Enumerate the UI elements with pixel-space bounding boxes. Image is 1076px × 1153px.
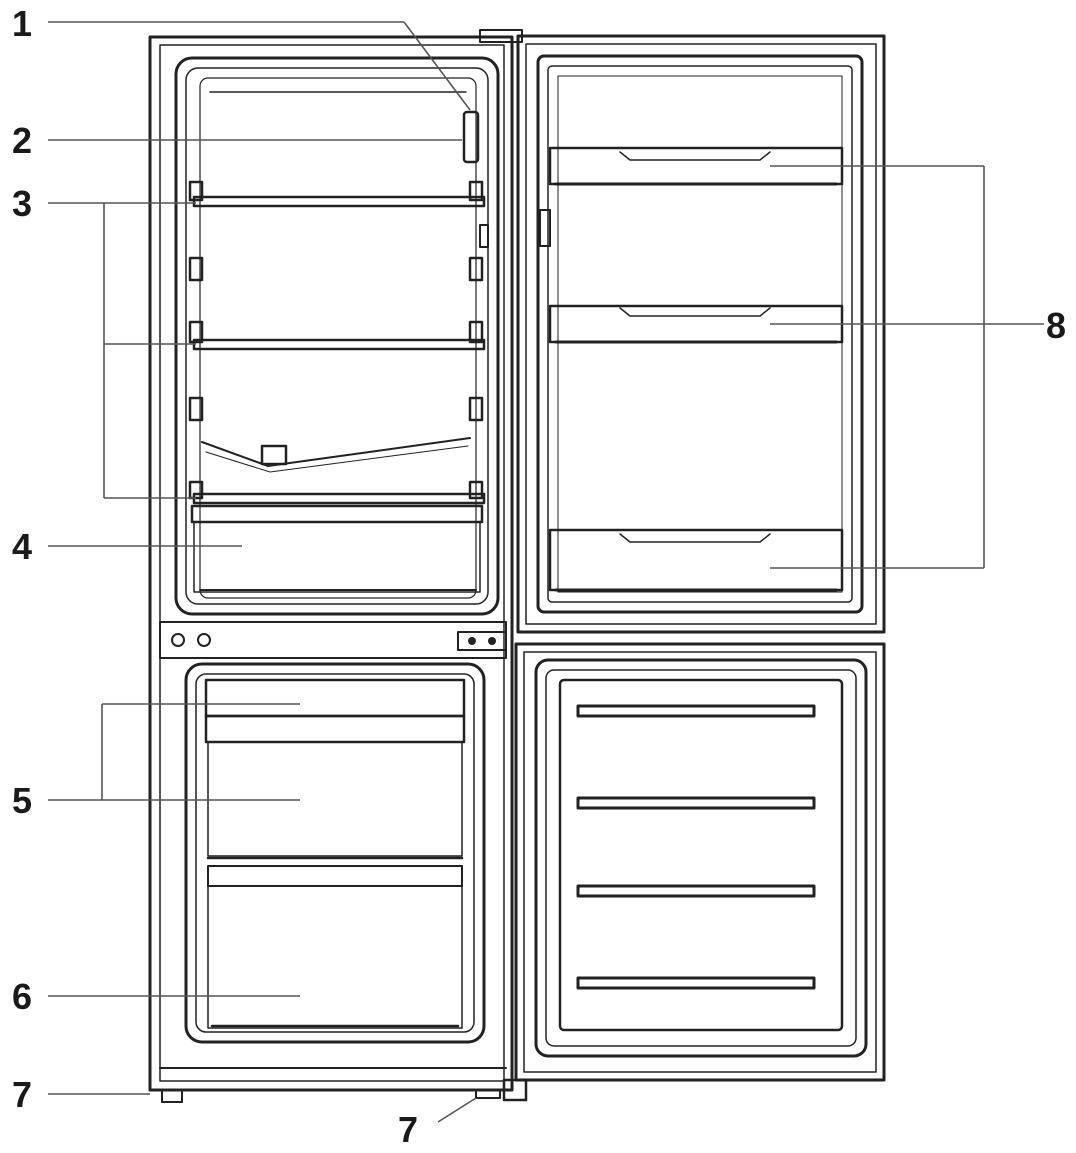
control-knob-right	[197, 633, 211, 647]
callout-7-left: 7	[12, 1074, 32, 1115]
front-foot-left	[161, 1089, 183, 1103]
callout-1: 1	[12, 3, 32, 44]
leader-lines	[48, 21, 1044, 1123]
callout-3: 3	[12, 183, 32, 224]
crisper-drawer	[190, 504, 484, 593]
freezer-compartment	[159, 662, 507, 1069]
cabinet	[148, 29, 523, 1103]
door-rib	[576, 704, 816, 990]
freezer-door	[502, 642, 886, 1102]
door-balcony-bottom	[548, 528, 844, 592]
fridge-compartment	[174, 56, 500, 616]
thermostat-light-box	[462, 110, 480, 164]
control-knob-left	[171, 633, 185, 647]
freezer-drawer-lower	[207, 865, 463, 1029]
callout-8: 8	[1046, 305, 1066, 346]
callout-2: 2	[12, 120, 32, 161]
glass-shelf-top	[192, 195, 486, 208]
callout-5: 5	[12, 780, 32, 821]
callout-6: 6	[12, 976, 32, 1017]
freezer-drawer-upper	[204, 678, 466, 860]
callout-4: 4	[12, 526, 32, 567]
glass-shelf-middle	[192, 338, 486, 351]
fridge-door	[516, 34, 886, 634]
glass-shelf-bottom	[192, 492, 486, 505]
front-foot-right	[475, 1089, 501, 1099]
control-strip	[159, 621, 507, 659]
callout-7-bottom: 7	[398, 1109, 418, 1148]
